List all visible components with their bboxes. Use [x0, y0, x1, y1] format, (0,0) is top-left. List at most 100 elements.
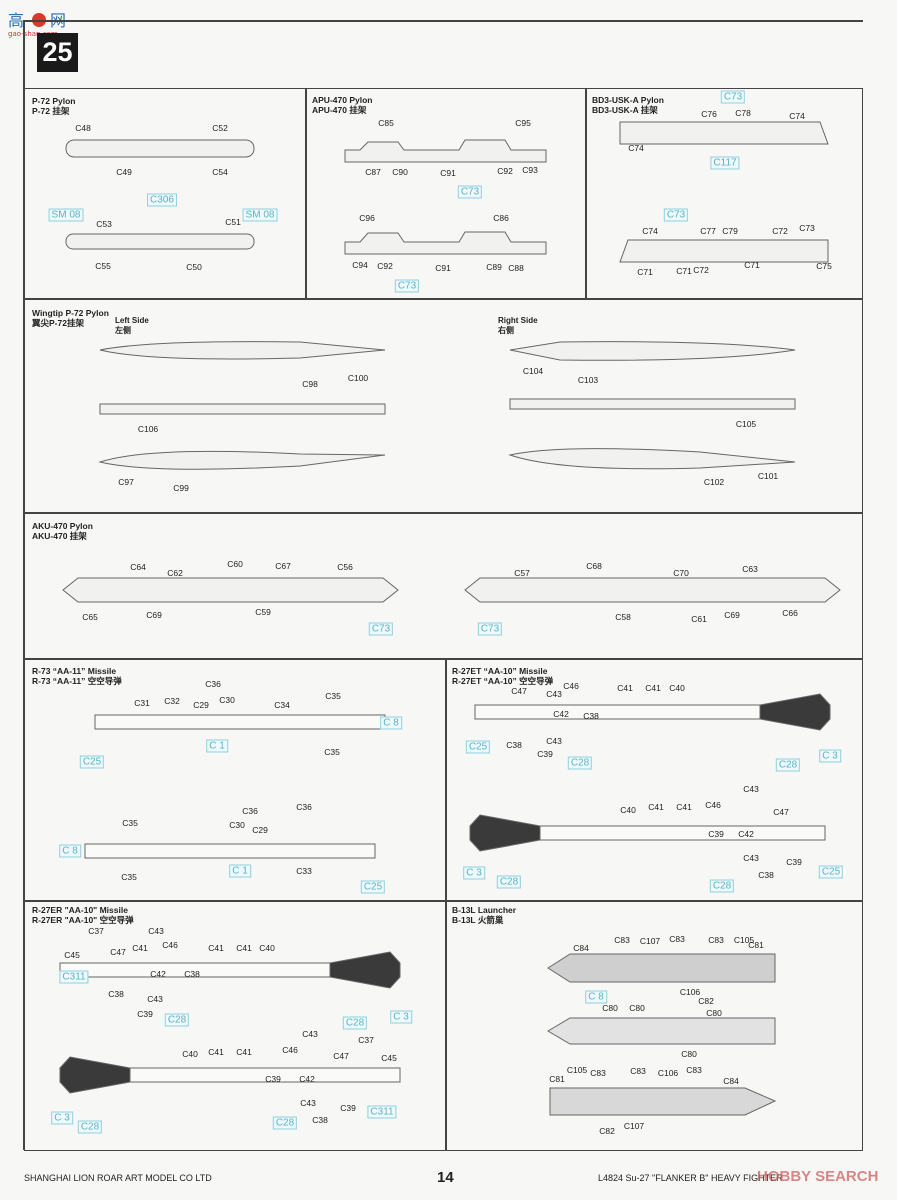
title-cn: APU-470 挂架: [312, 105, 367, 115]
p72-pylon-bottom: [65, 233, 255, 250]
title-en: R-73 “AA-11” Missile: [32, 666, 117, 676]
part-callout: C71: [637, 267, 653, 277]
part-callout: C65: [82, 612, 98, 622]
part-callout: C104: [522, 366, 544, 376]
apu470-bottom: [344, 231, 547, 255]
part-callout: C102: [703, 477, 725, 487]
part-callout: C74: [628, 143, 644, 153]
part-callout: C80: [602, 1003, 618, 1013]
paint-code-callout: C73: [368, 622, 394, 636]
part-callout: C74: [642, 226, 658, 236]
part-callout: C39: [786, 857, 802, 867]
part-callout: C56: [337, 562, 353, 572]
part-callout: C70: [673, 568, 689, 578]
part-callout: C43: [743, 784, 759, 794]
title-cn: P-72 挂架: [32, 106, 70, 116]
r27er-upper-tail-fins: [329, 951, 401, 989]
paint-code-callout: C28: [496, 875, 522, 889]
part-callout: C39: [265, 1074, 281, 1084]
part-callout: C92: [497, 166, 513, 176]
part-callout: C38: [108, 989, 124, 999]
footer-product: L4824 Su-27 "FLANKER B" HEAVY FIGHTER: [598, 1173, 783, 1183]
part-callout: C61: [691, 614, 707, 624]
part-callout: C57: [514, 568, 530, 578]
part-callout: C106: [137, 424, 159, 434]
paint-code-callout: C 3: [463, 866, 485, 880]
svg-text:高: 高: [8, 11, 24, 30]
r27et-upper-tail-fins: [759, 693, 831, 731]
part-callout: C50: [186, 262, 202, 272]
part-callout: C87: [365, 167, 381, 177]
part-callout: C39: [137, 1009, 153, 1019]
divider: [305, 88, 307, 298]
part-callout: C83: [686, 1065, 702, 1075]
paint-code-callout: C28: [709, 879, 735, 893]
part-callout: C41: [236, 943, 252, 953]
part-callout: C75: [816, 261, 832, 271]
part-callout: C43: [148, 926, 164, 936]
paint-code-callout: C 3: [390, 1010, 412, 1024]
part-callout: C38: [506, 740, 522, 750]
part-callout: C41: [208, 1047, 224, 1057]
left-side-cn: 左侧: [115, 326, 131, 335]
paint-code-callout: C73: [663, 208, 689, 222]
part-callout: C47: [511, 686, 527, 696]
part-callout: C77: [700, 226, 716, 236]
title-cn: BD3-USK-A 挂架: [592, 105, 658, 115]
part-callout: C40: [182, 1049, 198, 1059]
part-callout: C43: [743, 853, 759, 863]
step-number-badge: 25: [37, 33, 78, 72]
paint-code-callout: SM 08: [48, 208, 84, 222]
instruction-frame: [24, 88, 863, 1151]
wingtip-left-3: [98, 450, 386, 470]
paint-code-callout: C25: [79, 755, 105, 769]
part-callout: C84: [573, 943, 589, 953]
part-callout: C107: [639, 936, 661, 946]
title-en: R-27ER "AA-10" Missile: [32, 905, 128, 915]
part-callout: C47: [110, 947, 126, 957]
part-callout: C52: [212, 123, 228, 133]
title-en: Wingtip P-72 Pylon: [32, 308, 109, 318]
part-callout: C41: [236, 1047, 252, 1057]
paint-code-callout: C28: [567, 756, 593, 770]
part-callout: C97: [118, 477, 134, 487]
part-callout: C83: [669, 934, 685, 944]
part-callout: C39: [708, 829, 724, 839]
part-callout: C29: [193, 700, 209, 710]
part-callout: C49: [116, 167, 132, 177]
p72-pylon-top: [65, 139, 255, 158]
part-callout: C73: [799, 223, 815, 233]
part-callout: C42: [299, 1074, 315, 1084]
part-callout: C76: [701, 109, 717, 119]
left-side-en: Left Side: [115, 316, 149, 325]
part-callout: C63: [742, 564, 758, 574]
wingtip-right-3: [508, 448, 796, 470]
paint-code-callout: C117: [710, 156, 740, 170]
wingtip-right-2: [509, 398, 796, 410]
paint-code-callout: C25: [465, 740, 491, 754]
part-callout: C41: [676, 802, 692, 812]
divider: [445, 658, 447, 1150]
part-callout: C95: [515, 118, 531, 128]
part-callout: C78: [735, 108, 751, 118]
part-callout: C71: [676, 266, 692, 276]
part-callout: C98: [302, 379, 318, 389]
part-callout: C30: [229, 820, 245, 830]
part-callout: C80: [706, 1008, 722, 1018]
paint-code-callout: C 1: [229, 864, 251, 878]
title-en: P-72 Pylon: [32, 96, 76, 106]
part-callout: C37: [358, 1035, 374, 1045]
title-cn: AKU-470 挂架: [32, 531, 87, 541]
paint-code-callout: C28: [272, 1116, 298, 1130]
bd3-bottom: [619, 239, 829, 263]
part-callout: C33: [296, 866, 312, 876]
title-cn: B-13L 火箭巢: [452, 915, 504, 925]
part-callout: C67: [275, 561, 291, 571]
